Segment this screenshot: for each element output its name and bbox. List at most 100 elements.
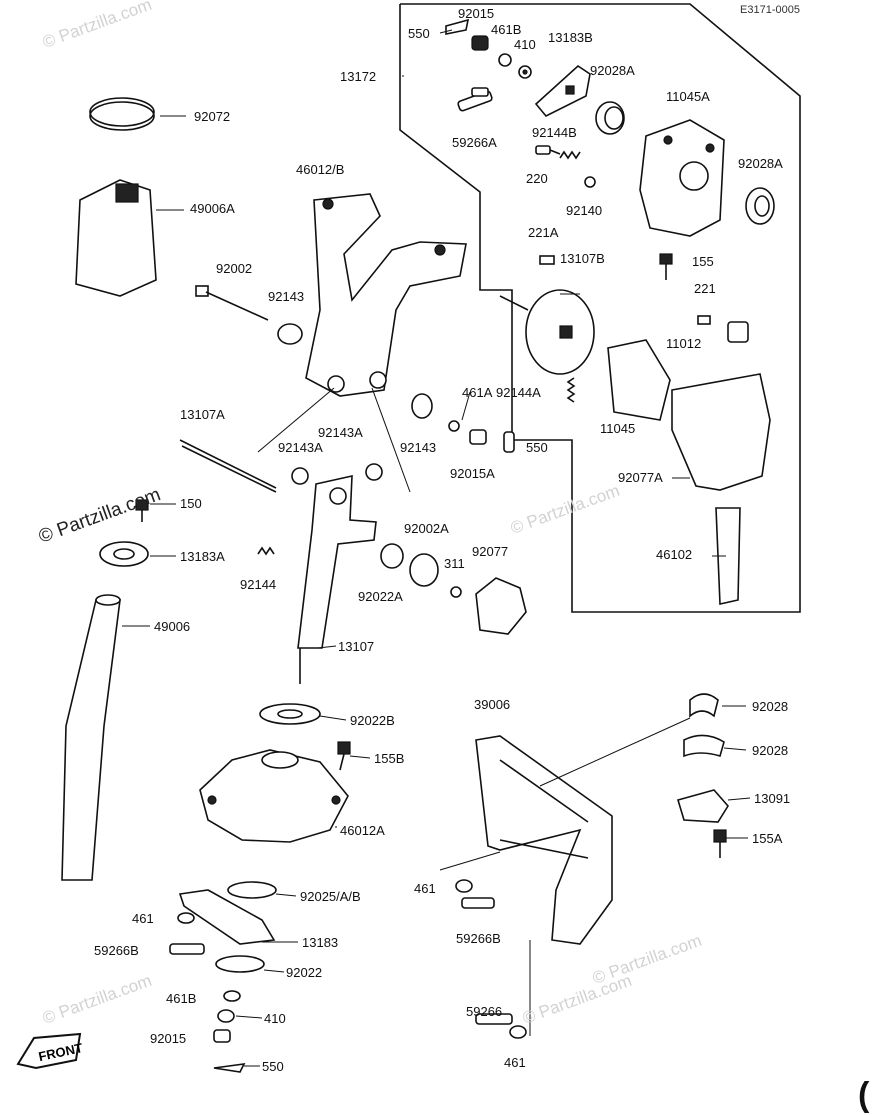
washer-311	[450, 586, 462, 598]
bracket-46012b	[305, 193, 467, 397]
callout-13183a: 13183A	[180, 549, 225, 564]
washer-461-mid	[455, 879, 473, 893]
callout-410-bottom: 410	[264, 1011, 286, 1026]
bushing-92028a-right	[745, 187, 775, 225]
callout-92143a-1: 92143A	[278, 440, 323, 455]
bolt-150	[135, 499, 149, 522]
washer-461b-bottom	[223, 990, 241, 1002]
bolt-220	[535, 145, 561, 155]
shaft-13107a	[179, 439, 277, 493]
callout-155a: 155A	[752, 831, 783, 846]
callout-13183b: 13183B	[548, 30, 593, 45]
leader-lines	[122, 29, 751, 1067]
callout-92028a-right: 92028A	[738, 156, 783, 171]
callout-155: 155	[692, 254, 714, 269]
tube-49006	[61, 594, 121, 881]
callout-13091: 13091	[754, 791, 791, 806]
washer-92025ab	[227, 881, 277, 899]
callout-13107: 13107	[338, 639, 375, 654]
ball-92140	[584, 176, 596, 188]
bolt-221	[697, 315, 711, 325]
callout-92002a: 92002A	[404, 521, 449, 536]
washer-92143a-1	[291, 467, 309, 485]
callout-59266: 59266	[466, 1004, 503, 1019]
callout-92028-a: 92028	[752, 699, 789, 714]
callout-11012: 11012	[666, 336, 702, 351]
nut-92015-top	[471, 35, 489, 51]
callout-550-top: 550	[408, 26, 430, 41]
callout-410-top: 410	[514, 37, 536, 52]
washer-461a	[448, 420, 460, 432]
nipple-59266a	[457, 87, 493, 112]
callout-92144: 92144	[240, 577, 277, 592]
plate-11045	[607, 339, 671, 421]
callout-13107b: 13107B	[560, 251, 605, 266]
washer-461b-top	[498, 53, 512, 67]
callout-92072: 92072	[194, 109, 231, 124]
callout-220: 220	[526, 171, 548, 186]
spring-92144	[257, 546, 275, 556]
bushing-92143-mid	[411, 393, 433, 419]
callout-461b-bottom: 461B	[166, 991, 197, 1006]
washer-461-left	[177, 912, 195, 924]
bolt-155b	[337, 741, 351, 771]
callout-13183: 13183	[302, 935, 339, 950]
callout-11045a: 11045A	[666, 89, 710, 104]
callout-13172: 13172	[340, 69, 377, 84]
pad-11012	[727, 321, 749, 343]
lever-13183b	[534, 64, 591, 117]
washer-461-bottom	[509, 1025, 527, 1039]
callout-550-mid: 550	[526, 440, 548, 455]
callout-59266b-left: 59266B	[94, 943, 139, 958]
housing-92077a	[671, 373, 771, 491]
diagram-code: E3171-0005	[740, 4, 800, 16]
pin-550-bottom	[213, 1063, 246, 1073]
callout-49006a: 49006A	[190, 201, 235, 216]
callout-150: 150	[180, 496, 202, 511]
callout-155b: 155B	[374, 751, 405, 766]
callout-92077: 92077	[472, 544, 509, 559]
callout-11045: 11045	[600, 421, 636, 436]
callout-221: 221	[694, 281, 716, 296]
bolt-221a	[539, 255, 555, 265]
washer-92022b	[259, 703, 321, 725]
callout-46012a: 46012A	[340, 823, 385, 838]
callout-461b-top: 461B	[491, 22, 522, 37]
spring-92144b	[559, 150, 581, 160]
corner-mark: (	[858, 1076, 870, 1114]
bolt-92002	[195, 285, 269, 321]
callout-92002: 92002	[216, 261, 253, 276]
nipple-59266b-left	[169, 943, 205, 955]
callout-92015-top: 92015	[458, 6, 495, 21]
callout-92025ab: 92025/A/B	[300, 889, 361, 904]
hose-clamp-92072	[89, 97, 155, 131]
callout-461-left: 461	[132, 911, 154, 926]
washer-92022a	[380, 543, 404, 569]
callout-92140: 92140	[566, 203, 603, 218]
knob-92077	[475, 577, 527, 635]
bolt-155a	[713, 829, 727, 858]
bushing-92143-upper	[277, 323, 303, 345]
callout-92022a: 92022A	[358, 589, 403, 604]
clamp-13091	[676, 789, 729, 823]
steering-shaft-13107	[297, 474, 377, 684]
subassembly-boundary	[399, 3, 801, 613]
callout-92028a-top: 92028A	[590, 63, 635, 78]
callout-92143-mid: 92143	[400, 440, 437, 455]
plate-13107b	[499, 289, 595, 375]
callout-13107a: 13107A	[180, 407, 225, 422]
callout-461-bottom: 461	[504, 1055, 526, 1070]
callout-46012b: 46012/B	[296, 162, 345, 177]
nut-92015-bottom	[213, 1029, 231, 1043]
front-arrow-icon: FRONT	[16, 1032, 84, 1070]
bushing-92028-b	[683, 734, 725, 758]
lever-46102	[715, 507, 741, 605]
nut-92015a	[469, 429, 487, 445]
lever-13183	[178, 889, 276, 945]
pin-550-mid	[503, 431, 515, 453]
bracket-39006	[475, 735, 613, 945]
nipple-59266	[475, 1013, 513, 1025]
callout-92015-bottom: 92015	[150, 1031, 187, 1046]
bushing-92028a-top	[595, 101, 625, 135]
